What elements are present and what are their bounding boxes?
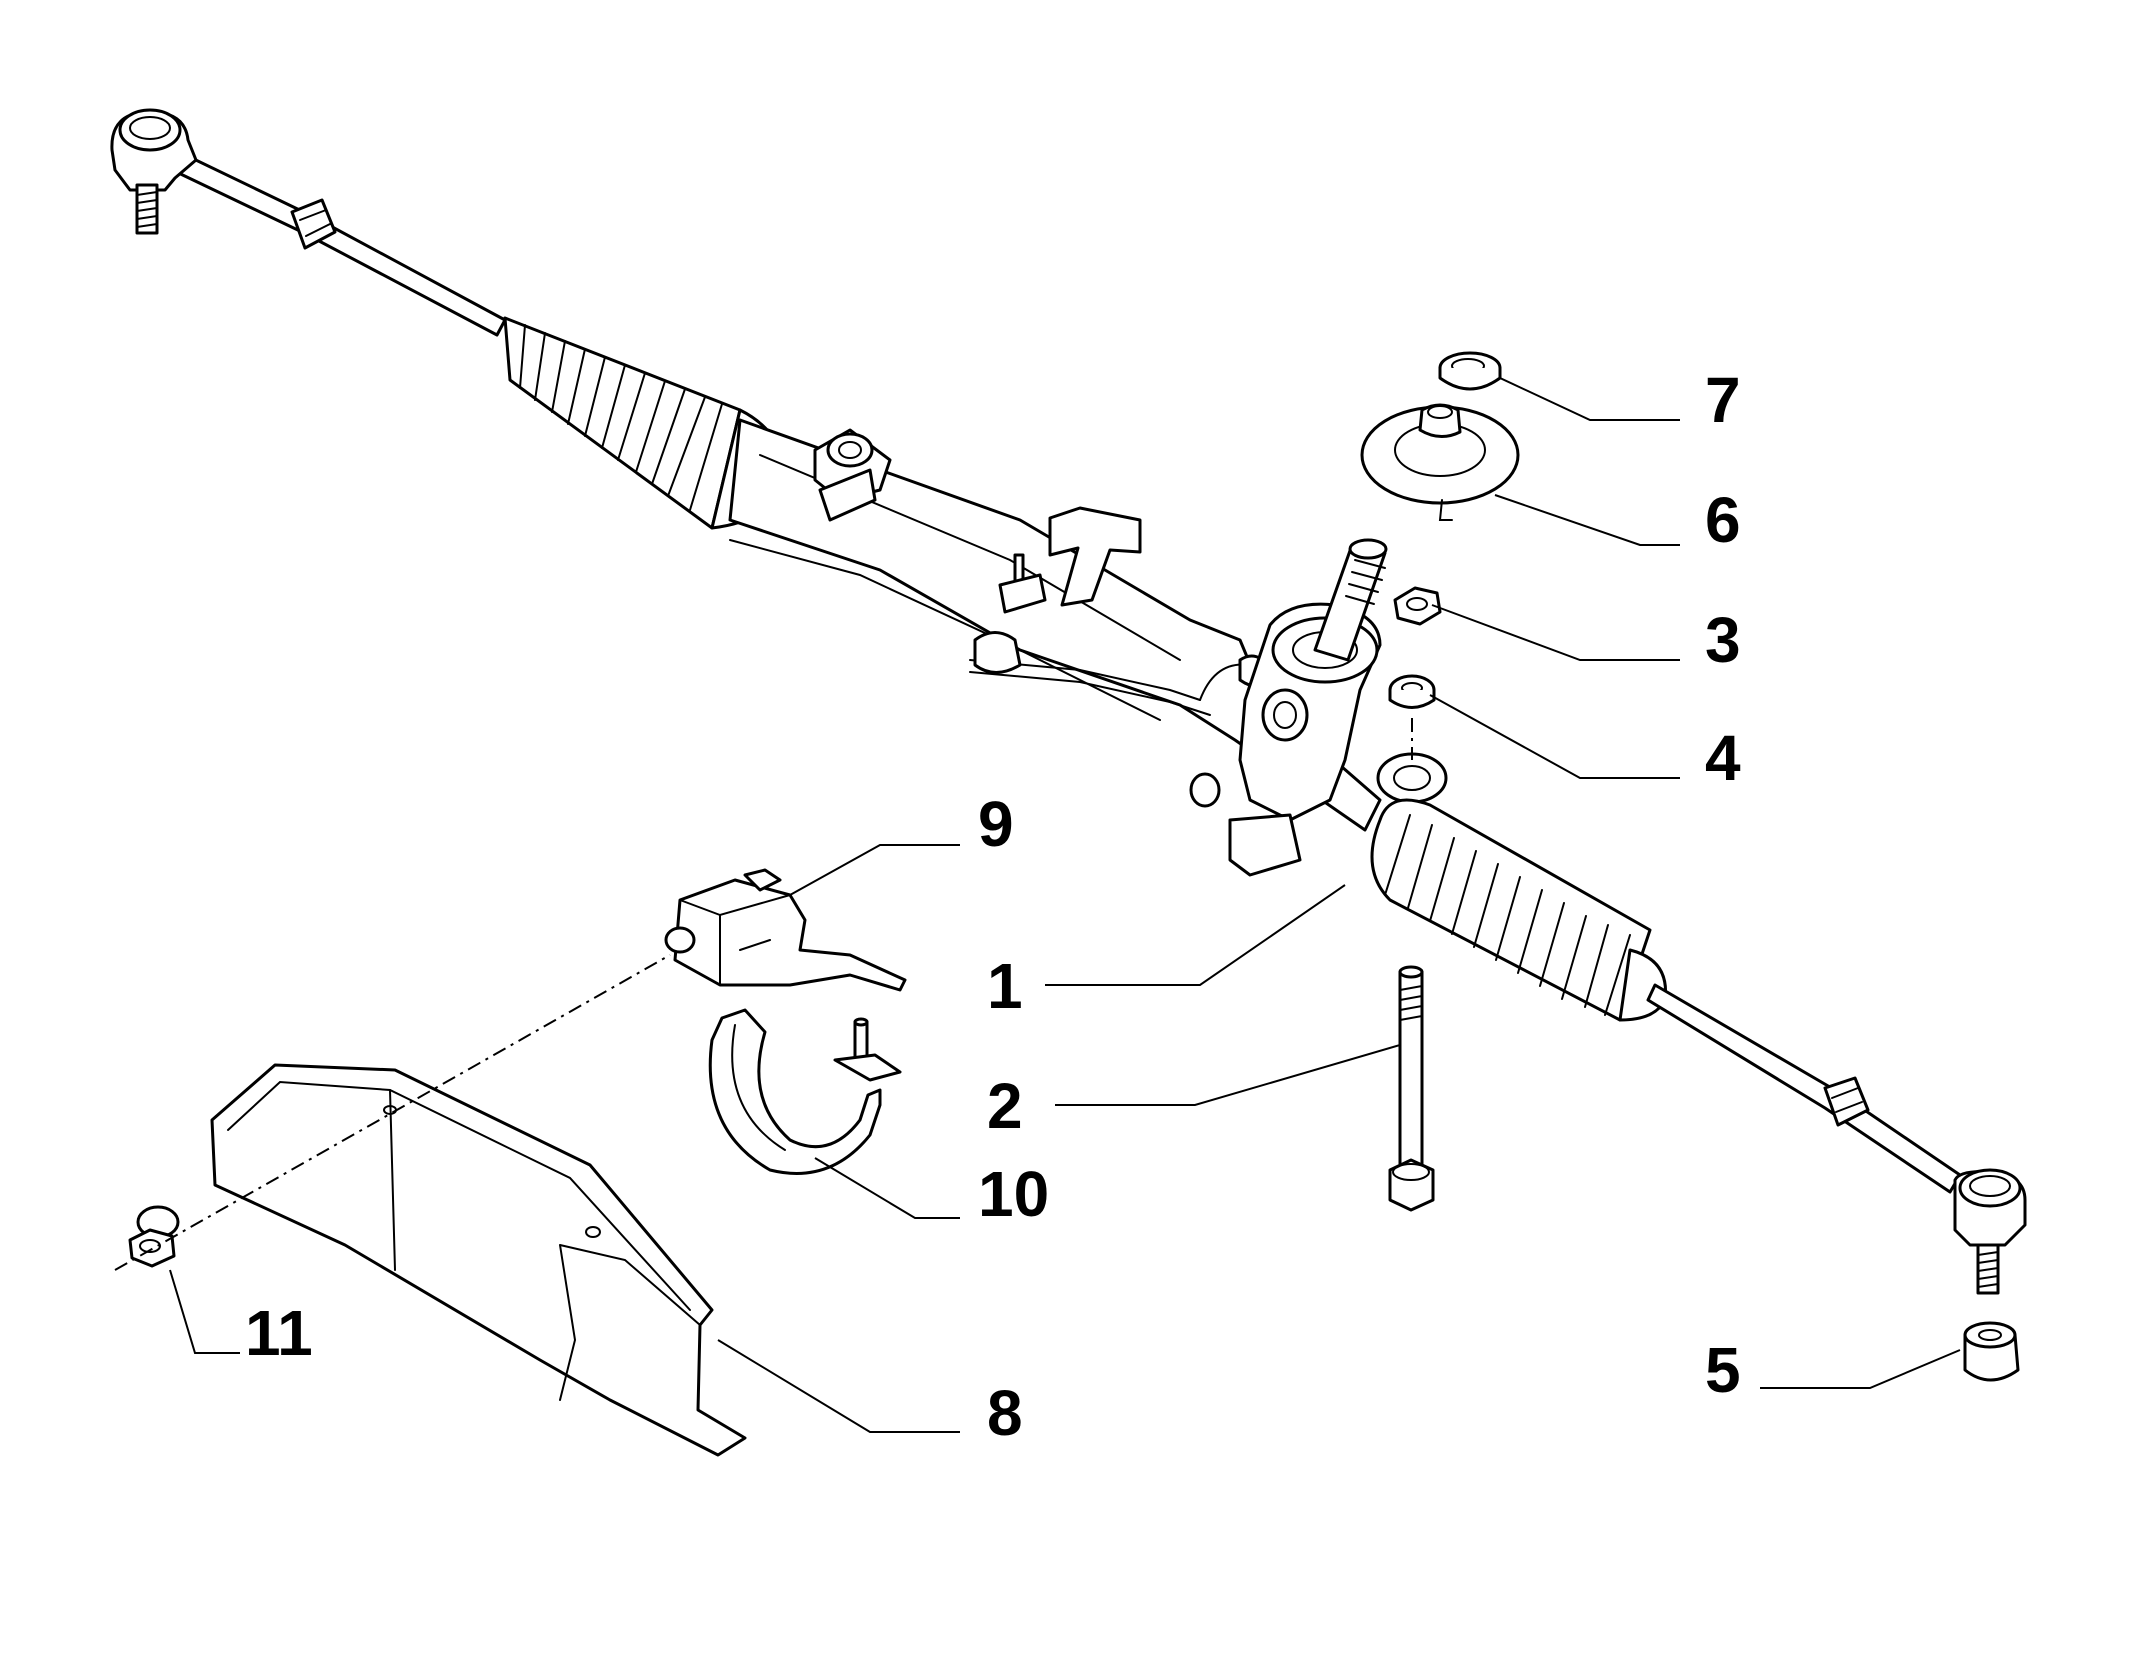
leader-11 [169, 1269, 240, 1354]
leader-5 [1760, 1349, 1961, 1389]
leader-7 [1499, 377, 1680, 421]
clamp-10 [708, 1008, 902, 1175]
nut-3 [1393, 586, 1442, 626]
dust-seal-6 [1360, 403, 1520, 521]
right-mount-boss [1376, 752, 1448, 804]
steering-rack-assembly [110, 108, 2027, 1295]
callout-6: 6 [1705, 484, 1741, 556]
nut-11 [128, 1205, 180, 1268]
fastener-axis-line [114, 954, 671, 1271]
callout-10: 10 [978, 1158, 1049, 1230]
bracket-9 [664, 868, 907, 992]
leader-1 [1045, 884, 1346, 986]
spacer-4 [1388, 674, 1436, 760]
callout-7: 7 [1705, 364, 1741, 436]
left-tie-rod-end [110, 108, 198, 235]
callout-5: 5 [1705, 1334, 1741, 1406]
leader-8 [717, 1339, 960, 1433]
rack-housing-tube [728, 418, 1382, 832]
callout-8: 8 [987, 1377, 1023, 1449]
leader-2 [1055, 1044, 1401, 1106]
callout-1: 1 [987, 950, 1023, 1022]
callout-2: 2 [987, 1070, 1023, 1142]
washer-7 [1438, 351, 1502, 391]
left-mount-clamp [813, 428, 892, 522]
nut-5 [1963, 1321, 2020, 1382]
input-shaft-spline [1313, 538, 1388, 662]
leader-10 [814, 1157, 960, 1219]
callout-9: 9 [978, 788, 1014, 860]
right-tie-rod-end [1953, 1168, 2027, 1295]
callout-11: 11 [245, 1297, 313, 1369]
leader-lines [169, 377, 1961, 1433]
leader-3 [1431, 604, 1680, 661]
leader-6 [1494, 494, 1680, 546]
right-tie-rod [1646, 983, 1962, 1194]
center-mount-bracket [998, 506, 1142, 614]
bolt-2 [1388, 965, 1435, 1212]
leader-4 [1429, 694, 1680, 779]
left-tie-rod [166, 148, 507, 337]
callout-4: 4 [1705, 722, 1741, 794]
callout-3: 3 [1705, 604, 1741, 676]
leader-9 [789, 844, 960, 896]
callout-labels: 1 2 3 4 5 6 7 8 9 10 11 [245, 364, 1741, 1449]
hydraulic-pipes [969, 631, 1270, 716]
heat-shield-8 [210, 1063, 747, 1457]
